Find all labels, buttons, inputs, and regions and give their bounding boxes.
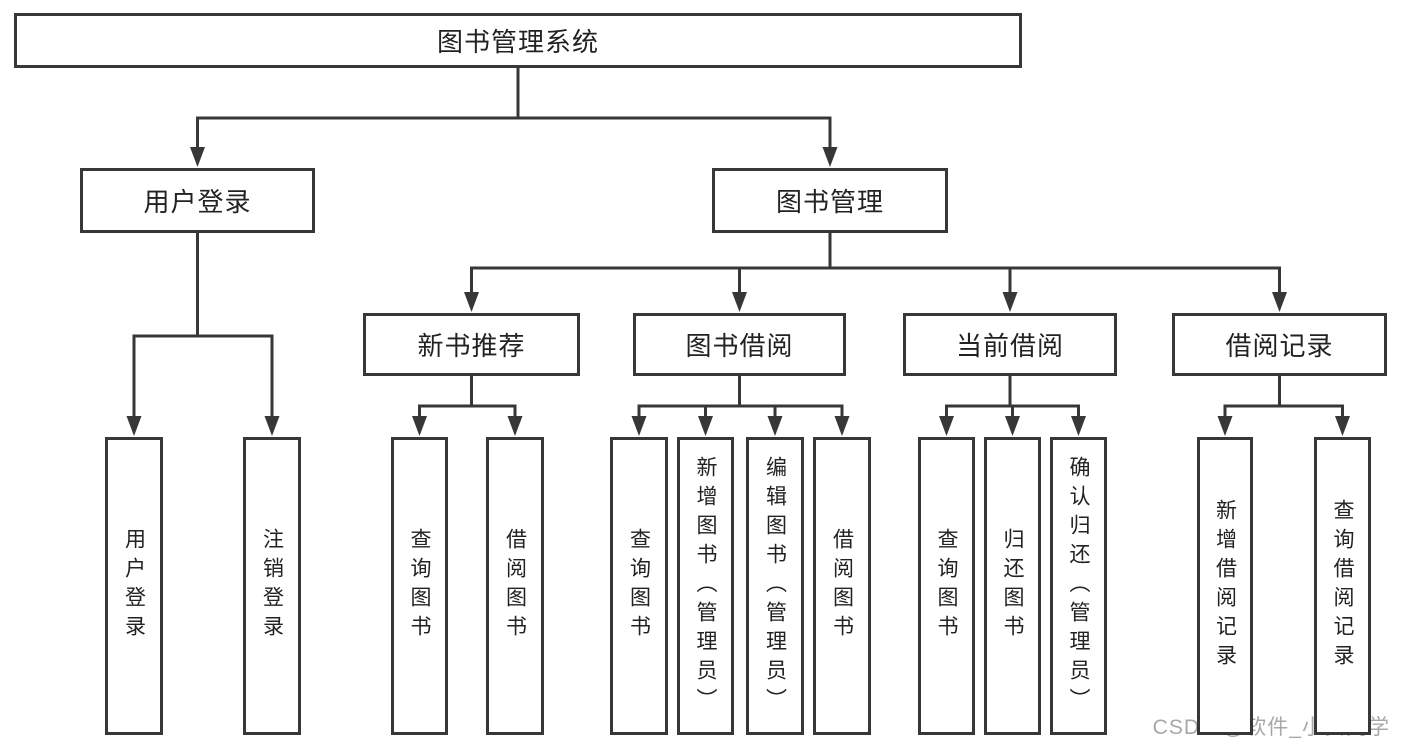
node-label: 用户登录 (122, 528, 146, 644)
node-login: 用户登录 (80, 168, 315, 233)
arrowhead-icon (464, 292, 479, 312)
arrowhead-icon (264, 416, 280, 436)
node-rec: 新书推荐 (363, 313, 580, 376)
node-label: 编辑图书（管理员） (763, 455, 787, 717)
arrowhead-icon (1005, 416, 1020, 436)
node-label: 用户登录 (143, 187, 252, 217)
arrowhead-icon (1071, 416, 1086, 436)
node-records-query: 查询借阅记录 (1314, 437, 1371, 735)
arrowhead-icon (190, 147, 205, 167)
node-borrow-edit: 编辑图书（管理员） (746, 437, 804, 735)
node-label: 图书借阅 (685, 331, 794, 361)
node-records-add: 新增借阅记录 (1197, 437, 1253, 735)
arrowhead-icon (507, 416, 523, 436)
node-label: 图书管理系统 (436, 27, 599, 57)
arrowhead-icon (126, 416, 142, 436)
node-login-user: 用户登录 (105, 437, 163, 735)
node-label: 确认归还（管理员） (1067, 455, 1090, 717)
node-records: 借阅记录 (1172, 313, 1387, 376)
arrowhead-icon (1272, 292, 1287, 312)
node-label: 借阅图书 (830, 528, 854, 644)
node-current-return: 归还图书 (984, 437, 1041, 735)
node-mgmt: 图书管理 (712, 168, 948, 233)
node-current: 当前借阅 (903, 313, 1117, 376)
node-borrow-query: 查询图书 (610, 437, 668, 735)
connector-records (1217, 376, 1350, 436)
node-label: 新书推荐 (417, 331, 526, 361)
node-login-logout: 注销登录 (243, 437, 301, 735)
node-label: 新增图书（管理员） (694, 455, 717, 717)
arrowhead-icon (834, 416, 850, 436)
node-current-query: 查询图书 (918, 437, 975, 735)
arrowhead-icon (1002, 292, 1018, 312)
node-label: 查询图书 (935, 528, 958, 644)
node-borrow: 图书借阅 (633, 313, 846, 376)
node-label: 查询图书 (627, 528, 651, 644)
node-rec-borrow: 借阅图书 (486, 437, 544, 735)
arrowhead-icon (698, 416, 713, 436)
connector-login (126, 233, 280, 436)
arrowhead-icon (1217, 416, 1233, 436)
arrowhead-icon (822, 147, 838, 167)
arrowhead-icon (1335, 416, 1350, 436)
node-label: 图书管理 (775, 187, 884, 217)
node-root: 图书管理系统 (14, 13, 1022, 68)
node-label: 注销登录 (260, 528, 284, 644)
arrowhead-icon (631, 416, 647, 436)
node-label: 查询图书 (408, 528, 431, 644)
connector-current (939, 376, 1086, 436)
node-label: 借阅图书 (503, 528, 527, 644)
node-rec-query: 查询图书 (391, 437, 448, 735)
node-label: 借阅记录 (1225, 331, 1334, 361)
connector-root (190, 68, 838, 167)
node-current-confirm: 确认归还（管理员） (1050, 437, 1107, 735)
connector-rec (412, 376, 523, 436)
node-label: 当前借阅 (955, 331, 1064, 361)
node-label: 查询借阅记录 (1331, 499, 1354, 673)
node-borrow-lend: 借阅图书 (813, 437, 871, 735)
node-label: 归还图书 (1001, 528, 1024, 644)
arrowhead-icon (939, 416, 954, 436)
connector-mgmt (464, 233, 1287, 312)
connector-borrow (631, 376, 850, 436)
arrowhead-icon (732, 292, 747, 312)
node-label: 新增借阅记录 (1213, 499, 1237, 673)
arrowhead-icon (412, 416, 427, 436)
arrowhead-icon (767, 416, 783, 436)
node-borrow-add: 新增图书（管理员） (677, 437, 734, 735)
